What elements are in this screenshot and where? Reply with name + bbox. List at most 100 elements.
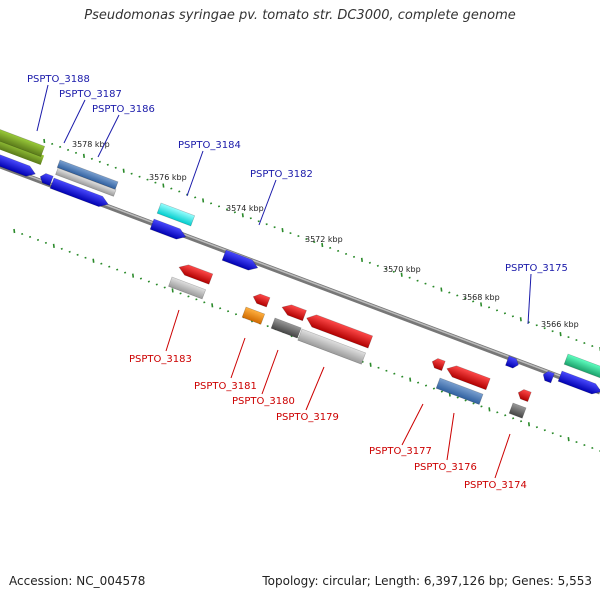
tick-minor (146, 178, 149, 181)
tick-minor (266, 325, 269, 328)
feature-red-3174[interactable] (516, 388, 532, 402)
feature-blue-right[interactable] (557, 370, 600, 397)
feature-red-3180[interactable] (280, 302, 307, 322)
tick-major (480, 302, 483, 307)
tick-minor (543, 327, 546, 330)
tick-major (519, 317, 522, 322)
feature-dark-3174[interactable] (508, 402, 527, 419)
tick-major (567, 437, 570, 442)
gene-label-pspto-3186[interactable]: PSPTO_3186 (92, 104, 155, 115)
tick-major (171, 288, 174, 293)
tick-major (43, 138, 46, 144)
tick-minor (194, 196, 197, 199)
tick-minor (28, 235, 32, 238)
gene-label-pspto-3187[interactable]: PSPTO_3187 (59, 89, 122, 100)
gene-label-pspto-3179[interactable]: PSPTO_3179 (276, 412, 339, 423)
scale-label-3574: 3574 kbp (226, 204, 264, 213)
tick-minor (305, 238, 308, 241)
tick-minor (559, 435, 562, 438)
tick-minor (59, 145, 62, 148)
reverse-gene-blocks (168, 262, 532, 419)
tick-minor (249, 217, 252, 220)
tick-minor (179, 292, 182, 295)
feature-gray-3179[interactable] (297, 328, 367, 365)
tick-minor (408, 276, 411, 279)
gene-label-pspto-3174[interactable]: PSPTO_3174 (464, 480, 527, 491)
tick-minor (393, 372, 396, 375)
feature-blue-3175b[interactable] (541, 370, 555, 384)
tick-minor (551, 330, 554, 333)
gene-label-pspto-3180[interactable]: PSPTO_3180 (232, 396, 295, 407)
tick-minor (337, 249, 340, 252)
feature-red-3177[interactable] (430, 357, 446, 371)
tick-minor (440, 390, 443, 393)
tick-major (211, 303, 214, 308)
tick-minor (472, 402, 475, 405)
feature-gray-3186[interactable] (55, 167, 117, 197)
tick-minor (130, 172, 133, 175)
tick-minor (21, 232, 24, 236)
tick-minor (106, 163, 109, 166)
tick-minor (583, 342, 586, 345)
tick-major (559, 332, 562, 337)
feature-steel-3186[interactable] (56, 159, 119, 190)
tick-minor (456, 294, 459, 297)
tick-minor (138, 175, 141, 178)
feature-orange-3181[interactable] (241, 306, 266, 325)
feature-pspto-3188[interactable] (0, 118, 45, 165)
feature-gray-3183[interactable] (168, 276, 207, 300)
tick-minor (472, 300, 475, 303)
feature-blue-3175a[interactable] (505, 355, 520, 370)
tick-minor (66, 148, 70, 151)
scale-labels: 3578 kbp 3576 kbp 3574 kbp 3572 kbp 3570… (72, 140, 579, 329)
tick-minor (464, 297, 467, 300)
tick-minor (124, 271, 127, 274)
gene-label-pspto-3181[interactable]: PSPTO_3181 (194, 381, 257, 392)
feature-red-3183[interactable] (177, 262, 214, 285)
gene-label-pspto-3184[interactable]: PSPTO_3184 (178, 140, 241, 151)
feature-blue-3182[interactable] (221, 249, 260, 273)
tick-minor (154, 181, 157, 184)
tick-minor (217, 205, 221, 208)
tick-minor (114, 166, 117, 169)
tick-minor (209, 202, 213, 205)
tick-major (202, 198, 205, 203)
tick-minor (361, 360, 364, 363)
tick-minor (504, 414, 507, 417)
feature-green-right[interactable] (563, 353, 600, 379)
tick-major (409, 377, 412, 382)
feature-blue-small-1[interactable] (38, 172, 54, 186)
feature-steel-3176[interactable] (435, 377, 484, 405)
tick-minor (424, 384, 428, 387)
feature-red-3181a[interactable] (251, 292, 271, 308)
feature-cyan-3184[interactable] (156, 202, 196, 227)
tick-major (122, 168, 125, 173)
feature-red-3176[interactable] (445, 363, 491, 391)
tick-minor (100, 262, 103, 265)
tick-major (321, 242, 324, 248)
tick-minor (377, 366, 380, 369)
gene-label-pspto-3183[interactable]: PSPTO_3183 (129, 354, 192, 365)
tick-minor (116, 268, 119, 271)
feature-olive-3188[interactable] (0, 127, 46, 158)
gene-label-pspto-3188[interactable]: PSPTO_3188 (27, 74, 90, 85)
tick-major (281, 228, 284, 233)
feature-blue-3187[interactable] (49, 177, 110, 209)
feature-dark-3180[interactable] (270, 317, 302, 339)
scale-label-3570: 3570 kbp (383, 265, 421, 274)
tick-minor (511, 315, 514, 318)
tick-minor (234, 313, 238, 316)
tick-minor (187, 295, 190, 298)
tick-minor (575, 339, 578, 342)
feature-blue-3184[interactable] (149, 218, 188, 242)
gene-label-pspto-3175[interactable]: PSPTO_3175 (505, 263, 568, 274)
feature-red-3179[interactable] (304, 312, 374, 349)
gene-label-pspto-3177[interactable]: PSPTO_3177 (369, 446, 432, 457)
tick-minor (352, 255, 356, 258)
gene-label-pspto-3182[interactable]: PSPTO_3182 (250, 169, 313, 180)
tick-minor (195, 298, 198, 301)
gene-label-pspto-3176[interactable]: PSPTO_3176 (414, 462, 477, 473)
tick-minor (424, 282, 427, 285)
tick-major (488, 407, 491, 412)
feature-blue-left[interactable] (0, 153, 37, 179)
